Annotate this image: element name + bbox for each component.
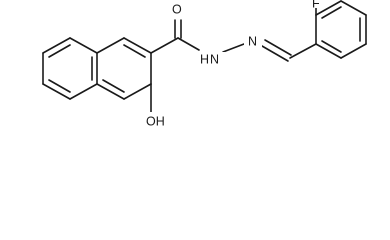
atom-labels: O H N N F OH [142, 0, 322, 130]
bond [96, 37, 125, 54]
bond [48, 79, 71, 93]
bond [123, 37, 152, 54]
bond [315, 43, 342, 59]
nh-left-label: H [200, 52, 209, 66]
bond [102, 79, 125, 93]
bond [96, 83, 125, 100]
bond [42, 37, 71, 54]
bond [261, 45, 289, 62]
bond [69, 83, 98, 100]
bond [222, 43, 245, 53]
fluorophenyl-ring [315, 0, 367, 59]
bond [340, 0, 367, 16]
bond [264, 39, 292, 56]
oxygen-carbonyl-label: O [172, 2, 182, 16]
bond [150, 37, 179, 54]
bond [289, 43, 317, 59]
n-imine-label: N [248, 34, 257, 48]
hydrazide-linker [150, 19, 317, 62]
nh-right-label: N [210, 52, 219, 66]
bond [123, 44, 146, 58]
bond [321, 6, 342, 19]
hydroxyl-label: OH [146, 114, 165, 128]
bond [123, 83, 152, 100]
bond [48, 44, 71, 58]
fluorine-label: F [312, 0, 320, 10]
bond [69, 37, 98, 54]
bond [42, 83, 71, 100]
naphthalene-ring [42, 37, 152, 100]
bond [177, 37, 200, 51]
molecule-structure-diagram: O H N N F OH [42, 0, 367, 130]
bond [315, 0, 342, 16]
bond [321, 40, 342, 53]
bond [340, 43, 367, 59]
